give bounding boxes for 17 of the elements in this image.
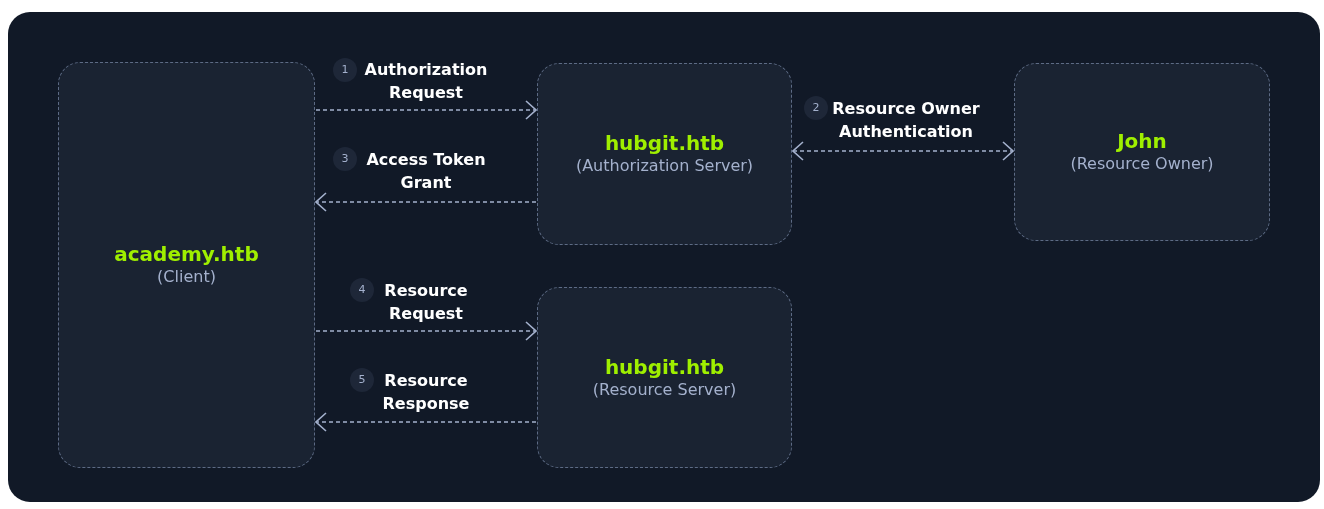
host-name: hubgit.htb — [604, 354, 725, 379]
arrow — [792, 141, 1014, 161]
host-name: John — [1117, 129, 1167, 153]
node-box — [537, 63, 792, 245]
role-text: (Authorization Server) — [575, 155, 754, 177]
role-text: (Resource Owner) — [1070, 153, 1214, 175]
host-name: hubgit.htb — [604, 131, 725, 155]
arrow — [315, 412, 537, 432]
arrow — [315, 100, 537, 120]
arrow — [315, 192, 537, 212]
node-box — [537, 287, 792, 468]
host-name: academy.htb — [114, 242, 259, 266]
node-box — [1014, 63, 1270, 241]
arrow — [315, 321, 537, 341]
role-text: (Client) — [157, 266, 216, 288]
node-box — [58, 62, 315, 468]
role-text: (Resource Server) — [592, 378, 737, 401]
